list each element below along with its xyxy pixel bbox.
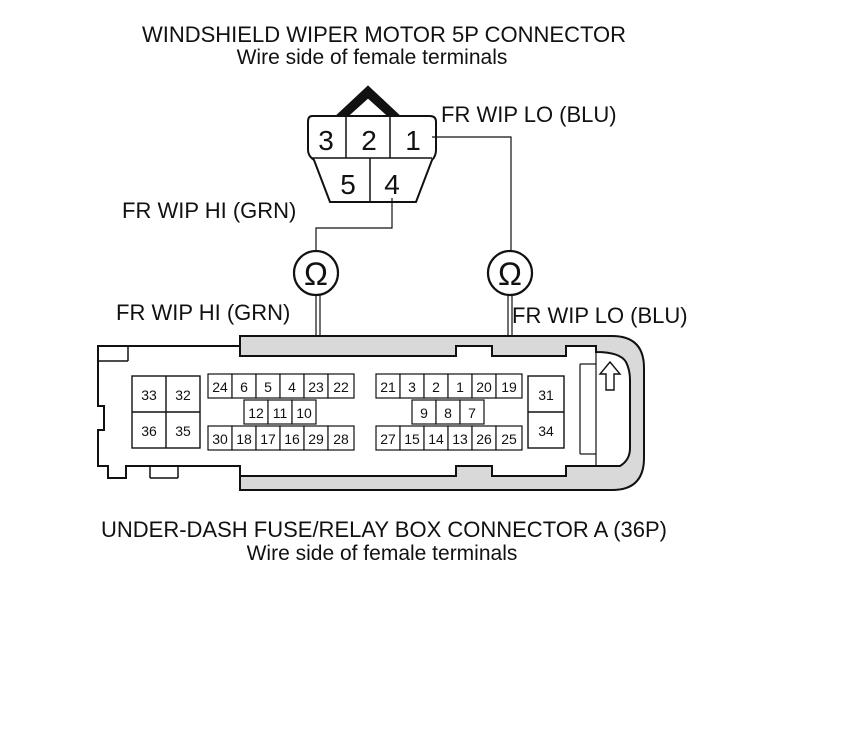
- ohmmeter-icon: Ω: [486, 249, 534, 297]
- terminal-label: 15: [404, 431, 420, 447]
- up-arrow-icon: [598, 360, 622, 391]
- wire-label-hi-bottom: FR WIP HI (GRN): [116, 300, 290, 325]
- terminal-label: 5: [264, 379, 272, 395]
- terminal-label: 25: [501, 431, 517, 447]
- wire-label-lo-top: FR WIP LO (BLU): [441, 102, 617, 127]
- terminal-label: 20: [476, 379, 492, 395]
- terminal-label: 2: [432, 379, 440, 395]
- ohm-symbol: Ω: [498, 256, 522, 292]
- ohm-symbol: Ω: [304, 256, 328, 292]
- wire-label-lo-bottom: FR WIP LO (BLU): [512, 303, 688, 328]
- terminal-label: 31: [538, 387, 554, 403]
- terminal-label: 16: [284, 431, 300, 447]
- terminal-label: 21: [380, 379, 396, 395]
- terminal-label: 22: [333, 379, 349, 395]
- terminal-label: 36: [141, 423, 157, 439]
- terminal-label: 30: [212, 431, 228, 447]
- terminal-label: 3: [408, 379, 416, 395]
- terminal-label: 27: [380, 431, 396, 447]
- terminal-label: 23: [308, 379, 324, 395]
- terminal-label: 19: [501, 379, 517, 395]
- terminal-label: 26: [476, 431, 492, 447]
- fuse-relay-connector: 33 32 36 35 24 6 5 4 23 22 12 11 10: [97, 335, 645, 491]
- bottom-connector-title: UNDER-DASH FUSE/RELAY BOX CONNECTOR A (3…: [101, 517, 667, 542]
- terminal-label: 24: [212, 379, 228, 395]
- terminal-label: 1: [405, 125, 421, 156]
- terminal-label: 18: [236, 431, 252, 447]
- terminal-label: 9: [420, 405, 428, 421]
- terminal-label: 2: [361, 125, 377, 156]
- terminal-label: 10: [296, 405, 312, 421]
- wire-label-hi-top: FR WIP HI (GRN): [122, 198, 296, 223]
- terminal-label: 35: [175, 423, 191, 439]
- connector-housing: [307, 115, 437, 203]
- terminal-label: 32: [175, 387, 191, 403]
- terminal-label: 12: [248, 405, 264, 421]
- bottom-connector-subtitle: Wire side of female terminals: [247, 542, 518, 565]
- terminal-label: 4: [288, 379, 296, 395]
- ohmmeter-icon: Ω: [292, 249, 340, 297]
- terminal-row: [375, 425, 523, 451]
- top-connector-title: WINDSHIELD WIPER MOTOR 5P CONNECTOR: [142, 22, 626, 47]
- top-connector-subtitle: Wire side of female terminals: [237, 46, 508, 69]
- terminal-label: 5: [340, 169, 356, 200]
- wiper-motor-connector: 3 2 1 5 4: [307, 85, 437, 203]
- terminal-row: [375, 373, 523, 399]
- terminal-label: 33: [141, 387, 157, 403]
- terminal-label: 8: [444, 405, 452, 421]
- terminal-row: [243, 399, 317, 425]
- terminal-label: 6: [240, 379, 248, 395]
- terminal-label: 7: [468, 405, 476, 421]
- terminal-label: 11: [273, 405, 288, 421]
- terminal-label: 13: [452, 431, 468, 447]
- terminal-label: 29: [308, 431, 324, 447]
- hi-probe-wire: [315, 198, 393, 252]
- lo-probe-wire: [432, 136, 512, 252]
- terminal-row: [411, 399, 485, 425]
- terminal-row: [207, 373, 355, 399]
- terminal-label: 14: [428, 431, 444, 447]
- terminal-label: 34: [538, 423, 554, 439]
- terminal-label: 3: [318, 125, 334, 156]
- connector-lock-tab: [334, 85, 402, 117]
- terminal-label: 28: [333, 431, 349, 447]
- terminal-label: 17: [260, 431, 276, 447]
- terminal-label: 4: [384, 169, 400, 200]
- terminal-row: [207, 425, 355, 451]
- terminal-label: 1: [456, 379, 464, 395]
